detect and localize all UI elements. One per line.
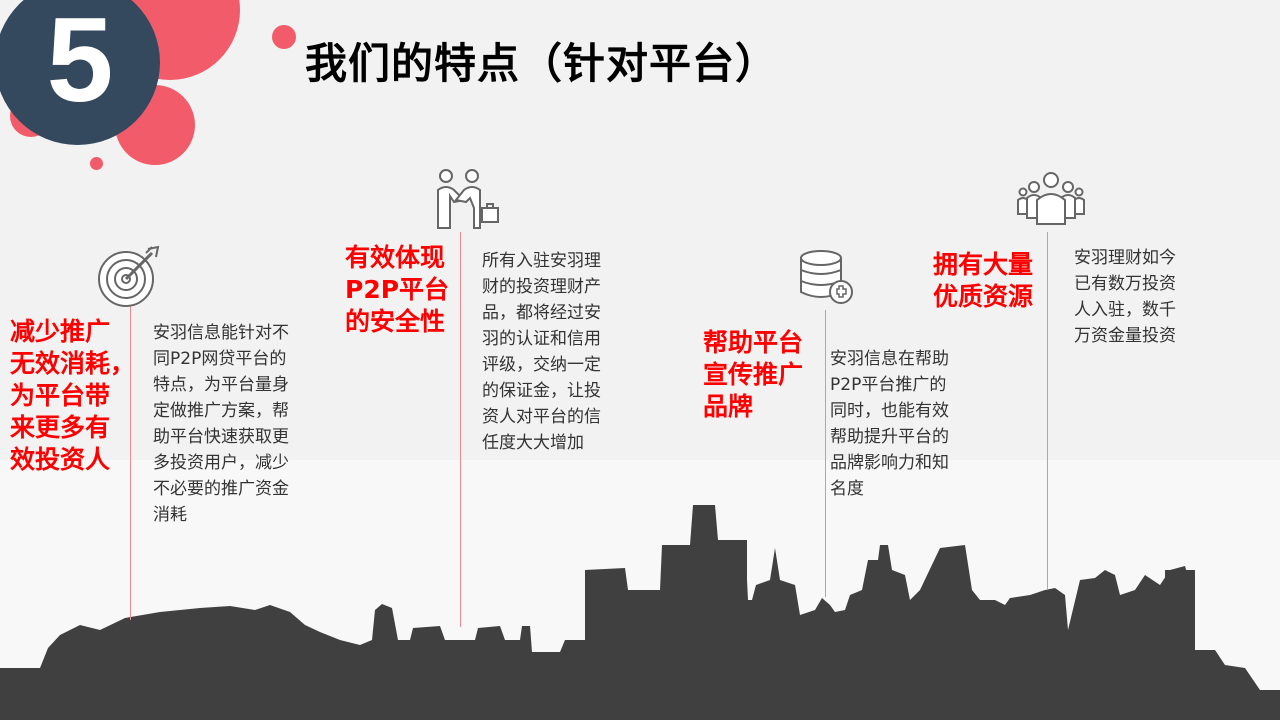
database-add-icon <box>800 250 853 304</box>
people-group-icon <box>1017 172 1085 225</box>
feature-description: 所有入驻安羽理财的投资理财产品，都将经过安羽的认证和信用评级，交纳一定的保证金，… <box>482 251 601 453</box>
feature-heading: 拥有大量优质资源 <box>933 250 1034 311</box>
decor-circle <box>272 25 296 49</box>
slide-number: 5 <box>46 0 114 127</box>
decor-circle <box>90 157 103 170</box>
divider-line <box>460 232 461 627</box>
feature-heading: 帮助平台宣传推广品牌 <box>703 328 804 421</box>
divider-line <box>1047 232 1048 590</box>
divider-line <box>825 310 826 597</box>
feature-heading: 减少推广无效消耗，为平台带来更多有效投资人 <box>10 317 136 474</box>
building <box>1165 570 1195 720</box>
page-title: 我们的特点（针对平台） <box>305 39 779 88</box>
feature-description: 安羽信息能针对不同P2P网贷平台的特点，为平台量身定做推广方案，帮助平台快速获取… <box>153 323 289 525</box>
divider-line <box>130 265 131 620</box>
slide-number-badge <box>0 0 160 145</box>
feature-description: 安羽理财如今已有数万投资人入驻，数千万资金量投资 <box>1074 248 1176 346</box>
handshake-icon <box>437 169 499 229</box>
building <box>695 505 715 720</box>
building <box>722 540 747 720</box>
target-icon <box>98 245 160 307</box>
